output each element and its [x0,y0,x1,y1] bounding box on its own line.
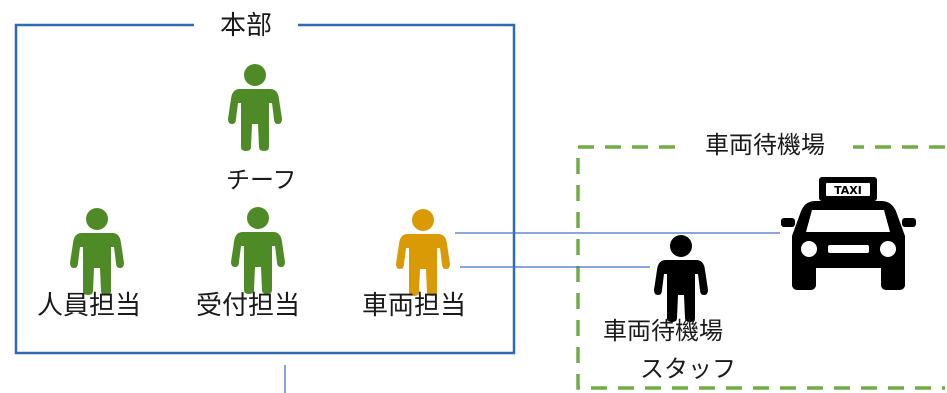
personnel-label: 人員担当 [37,291,142,321]
chief-label: チーフ [226,166,297,194]
hq-title: 本部 [194,9,298,43]
personnel-person-icon [70,208,124,295]
waiting-staff-label-line1: 車両待機場 [603,317,723,345]
reception-label: 受付担当 [196,291,301,321]
taxi-icon: TAXI [781,177,916,290]
taxi-sign-text: TAXI [834,184,862,197]
waiting-staff-label-line2: スタッフ [640,355,736,383]
vehicle-label: 車両担当 [362,291,467,321]
vehicle-person-icon [396,209,450,296]
waiting-staff-person-icon [654,235,708,322]
waiting-area-title: 車両待機場 [677,128,853,162]
chief-person-icon [228,64,282,151]
reception-person-icon [231,207,285,294]
